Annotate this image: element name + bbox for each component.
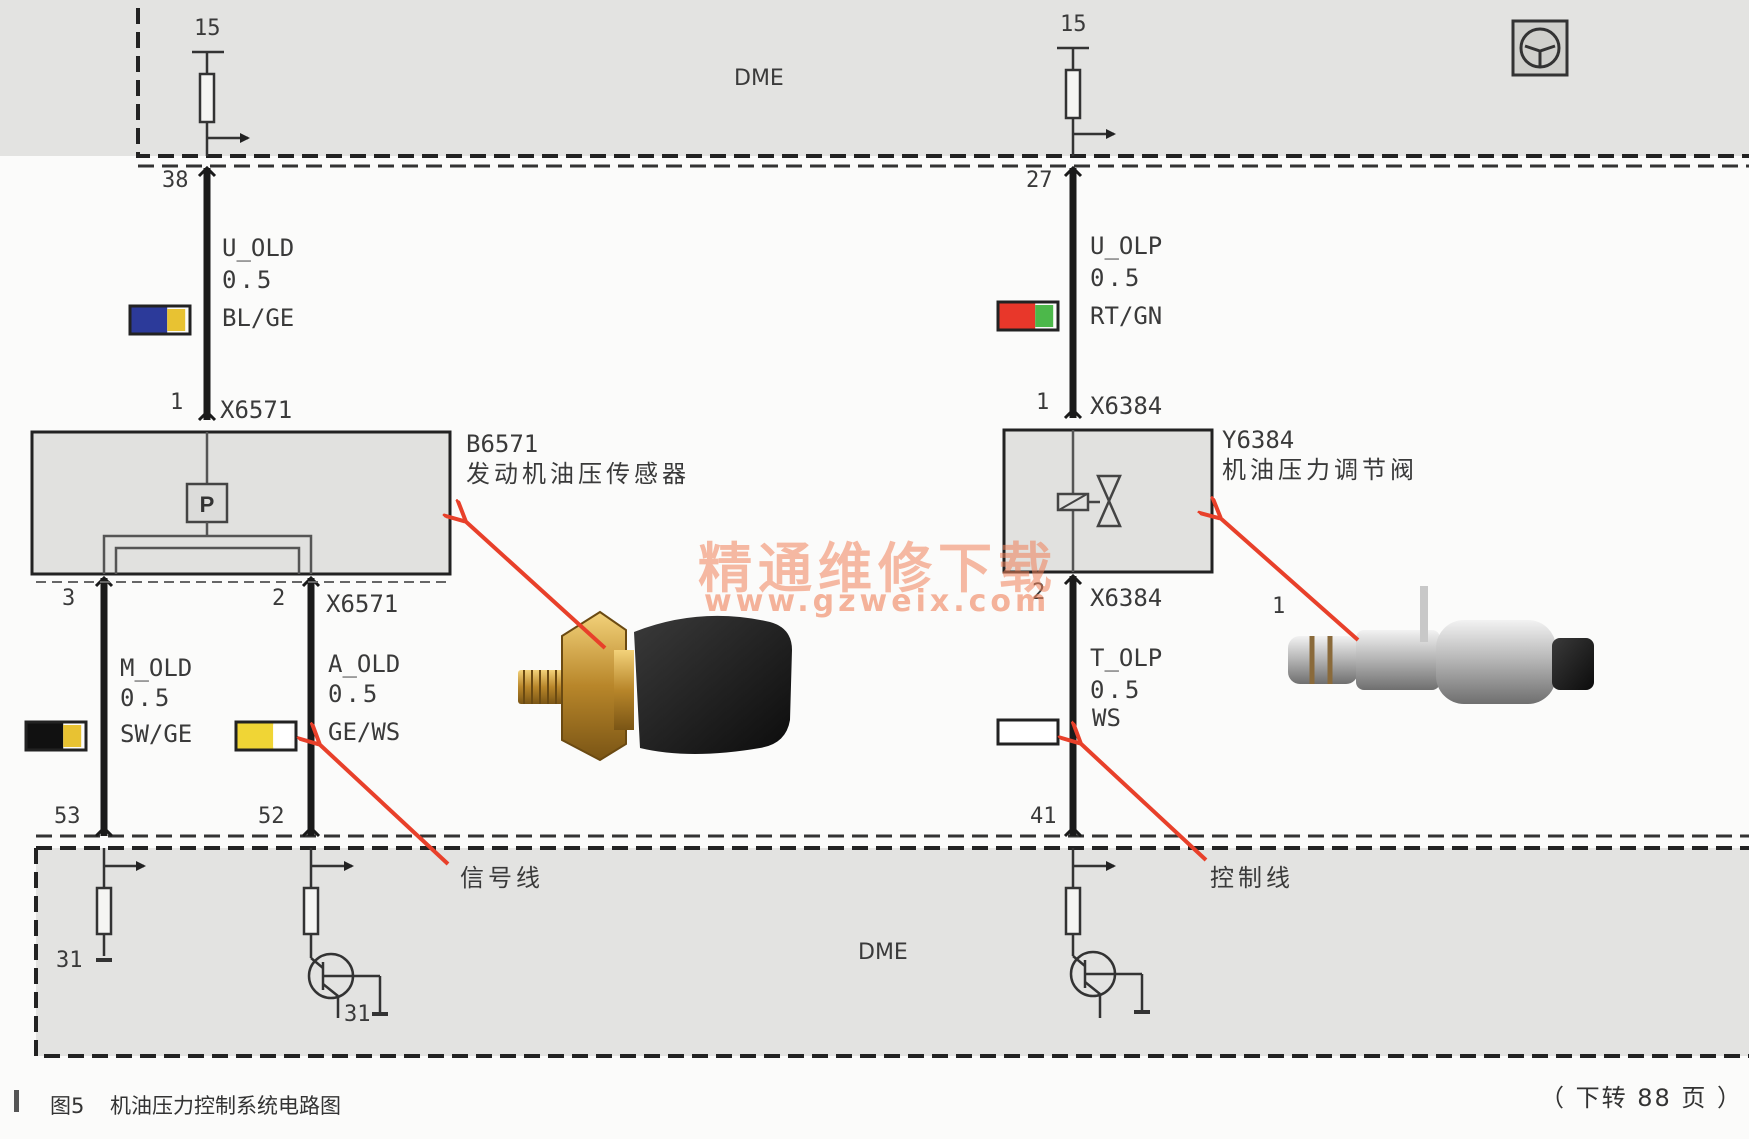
t-olp-color-code: WS [1092,704,1121,732]
sensor-box [30,430,452,583]
top-dme-label: DME [734,66,784,91]
u-old-pin-bottom: 1 [170,390,184,415]
a-old-pin-bottom: 52 [258,804,285,829]
swatch-primary-color [996,718,1060,746]
a-old-pin-top: 2 [272,586,286,611]
swatch-frame [24,720,88,752]
caption-figure-number: 图5 [50,1094,85,1118]
t-olp-pin-top: 2 [1032,580,1046,605]
m-old-color-code: SW/GE [120,720,193,748]
valve-photo-label: 1 [1272,594,1286,619]
m-old-pin-bottom: 53 [54,804,81,829]
watermark-title: 精通维修下载 [698,537,1058,600]
swatch-secondary-color [167,309,186,331]
swatch-primary-color [26,722,64,750]
u-olp-gauge: 0.5 [1090,264,1143,292]
m-old-signal: M_OLD [120,654,193,682]
sensor-pressure-symbol: P [200,492,215,517]
sensor-name: 发动机油压传感器 [466,460,690,488]
valve-name: 机油压力调节阀 [1222,456,1418,484]
bottom-mid-ground-label: 31 [344,1002,371,1027]
u-olp-connector: X6384 [1090,392,1163,420]
top-right-terminal-label: 15 [1060,12,1087,37]
t-olp-pin-bottom: 41 [1030,804,1057,829]
swatch-secondary-color [1035,305,1054,327]
t-olp-signal: T_OLP [1090,644,1163,672]
u-old-signal: U_OLD [222,234,295,262]
watermark-url: www.gzweix.com [704,584,1051,619]
u-old-color-code: BL/GE [222,304,295,332]
bottom-dme-label: DME [858,940,908,965]
sensor-id: B6571 [466,430,539,458]
a-old-connector: X6571 [326,590,399,618]
annotation-arrows [317,516,1360,866]
wire-u-old [197,165,217,422]
t-olp-gauge: 0.5 [1090,676,1143,704]
swatch-secondary-color [273,725,292,747]
valve-id: Y6384 [1222,426,1295,454]
arrow-to-control-wire [1078,741,1208,862]
sensor-photo [518,610,792,762]
bottom-left-ground-circuit [95,848,146,962]
steering-wheel-icon [1511,19,1569,77]
wire-t-olp [1063,573,1083,838]
wire-color-swatch-ge-ws [234,720,298,752]
arrow-to-valve [1218,516,1360,642]
bottom-dme-module [34,834,1749,1058]
valve-photo [1288,586,1594,704]
a-old-color-code: GE/WS [328,718,401,746]
caption-title: 机油压力控制系统电路图 [110,1094,341,1118]
swatch-frame [996,300,1060,332]
wire-color-swatch-ws [996,718,1060,746]
u-old-pin-top: 38 [162,168,189,193]
u-olp-pin-top: 27 [1026,168,1053,193]
bottom-left-ground-label: 31 [56,948,83,973]
u-olp-pin-bottom: 1 [1036,390,1050,415]
wire-color-swatch-sw-ge [24,720,88,752]
u-olp-signal: U_OLP [1090,232,1163,260]
top-left-terminal-label: 15 [194,16,221,41]
m-old-gauge: 0.5 [120,684,173,712]
signal-line-label: 信号线 [460,864,544,892]
caption-continued: （ 下转 88 页 ） [1540,1084,1744,1112]
u-olp-color-code: RT/GN [1090,302,1163,330]
swatch-primary-color [236,722,274,750]
valve-box [1002,428,1214,574]
swatch-frame [234,720,298,752]
m-old-pin-top: 3 [62,586,76,611]
wire-u-olp [1063,165,1083,420]
bottom-right-transistor-circuit [1064,848,1150,1018]
top-left-internal-circuit [192,50,250,156]
arrow-to-signal-wire [317,742,450,866]
a-old-gauge: 0.5 [328,680,381,708]
caption-bar-icon [14,1090,19,1112]
arrow-to-sensor [463,519,607,650]
bottom-mid-transistor-circuit [302,848,388,1018]
control-line-label: 控制线 [1210,864,1294,892]
t-olp-connector: X6384 [1090,584,1163,612]
swatch-primary-color [130,306,168,334]
wire-m-old [94,575,114,838]
u-old-gauge: 0.5 [222,266,275,294]
swatch-frame [128,304,192,336]
u-old-connector: X6571 [220,396,293,424]
swatch-primary-color [998,302,1036,330]
swatch-secondary-color [63,725,82,747]
top-dme-module [0,0,1749,158]
wire-color-swatch-bl-ge [128,304,192,336]
top-right-internal-circuit [1057,46,1116,156]
wire-a-old [301,575,321,838]
a-old-signal: A_OLD [328,650,401,678]
wire-color-swatch-rt-gn [996,300,1060,332]
